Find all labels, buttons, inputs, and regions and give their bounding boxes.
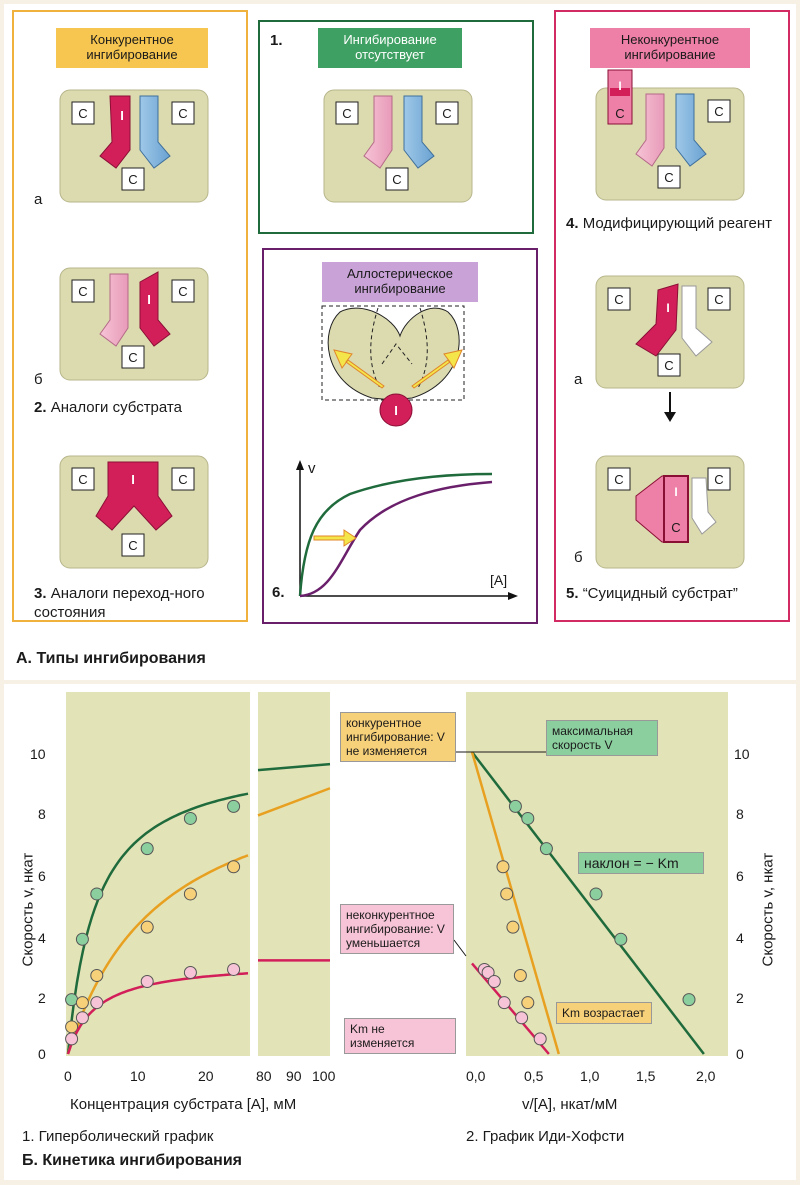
plot1-point	[228, 800, 240, 812]
plot2-xtick-20: 2,0	[696, 1068, 715, 1084]
plot1-point	[76, 997, 88, 1009]
plot1-yticks	[36, 740, 60, 1070]
plot1-point	[76, 1012, 88, 1024]
plot1-point	[184, 888, 196, 900]
plot1-point	[228, 963, 240, 975]
plot2-point	[509, 800, 521, 812]
plot2-ytick-8: 8	[736, 806, 744, 822]
plot2-point	[488, 976, 500, 988]
plot1-point	[66, 1033, 78, 1045]
plot1-ylabel: Скорость v, нкат	[20, 807, 37, 967]
plot1-xtick-80: 80	[256, 1068, 272, 1084]
plot2-ylabel: Скорость v, нкат	[760, 807, 777, 967]
plot2-point	[534, 1033, 546, 1045]
plot2-point	[516, 1012, 528, 1024]
plot1-point	[184, 812, 196, 824]
plot2-ytick-4: 4	[736, 930, 744, 946]
plot2-ytick-10: 10	[734, 746, 750, 762]
plot1-point	[76, 933, 88, 945]
plot2-point	[522, 997, 534, 1009]
plot1-xtick-100: 100	[312, 1068, 335, 1084]
plot2-ytick-0: 0	[736, 1046, 744, 1062]
plot2-point	[590, 888, 602, 900]
plot1-point	[66, 1021, 78, 1033]
plot1-point	[141, 976, 153, 988]
plot2-point	[522, 812, 534, 824]
plot2-point	[498, 997, 510, 1009]
plot1-xtick-0: 0	[64, 1068, 72, 1084]
plot1-ytick-8: 8	[38, 806, 46, 822]
section-b-title: Б. Кинетика ингибирования	[22, 1152, 242, 1170]
plot1-xtick-90: 90	[286, 1068, 302, 1084]
plot2-ytick-6: 6	[736, 868, 744, 884]
plot1-xlabel: Концентрация субстрата [A], мМ	[70, 1096, 296, 1113]
plot1-ytick-2: 2	[38, 990, 46, 1006]
note-km-up: Km возрастает	[556, 1002, 652, 1024]
plot2-xtick-0: 0,0	[466, 1068, 485, 1084]
plot1-xtick-20: 20	[198, 1068, 214, 1084]
plot2-xtick-15: 1,5	[636, 1068, 655, 1084]
plot2-ytick-2: 2	[736, 990, 744, 1006]
plot1-point	[91, 969, 103, 981]
plot2-caption: 2. График Иди-Хофсти	[466, 1128, 624, 1145]
note-noncompetitive: неконкурентное ингибирование: V уменьшае…	[340, 904, 454, 954]
plot1-axis-break	[250, 692, 258, 1056]
plot1-point	[141, 843, 153, 855]
plot1-point	[91, 997, 103, 1009]
plot1-point	[184, 966, 196, 978]
plot2-point	[683, 994, 695, 1006]
plot1-point	[91, 888, 103, 900]
note-competitive: конкурентное ингибирование: V не изменяе…	[340, 712, 456, 762]
plot1-caption: 1. Гиперболический график	[22, 1128, 213, 1145]
plot2-xtick-10: 1,0	[580, 1068, 599, 1084]
plot2-point	[507, 921, 519, 933]
plot2-point	[501, 888, 513, 900]
plot2-point	[615, 933, 627, 945]
plot2-xtick-05: 0,5	[524, 1068, 543, 1084]
plot1-ytick-0: 0	[38, 1046, 46, 1062]
plot1-point	[141, 921, 153, 933]
plot1-point	[228, 861, 240, 873]
note-km-same: Km не изменяется	[344, 1018, 456, 1054]
plot2-xlabel: v/[A], нкат/мМ	[522, 1096, 617, 1113]
plot1-ytick-4: 4	[38, 930, 46, 946]
plot2-point	[540, 843, 552, 855]
plot1-ytick-10: 10	[30, 746, 46, 762]
plot1-xtick-10: 10	[130, 1068, 146, 1084]
plot1-point	[66, 994, 78, 1006]
plot2-point	[514, 969, 526, 981]
plot2-point	[497, 861, 509, 873]
note-slope: наклон = − Km	[578, 852, 704, 874]
note-vmax: максимальная скорость V	[546, 720, 658, 756]
plot1-ytick-6: 6	[38, 868, 46, 884]
